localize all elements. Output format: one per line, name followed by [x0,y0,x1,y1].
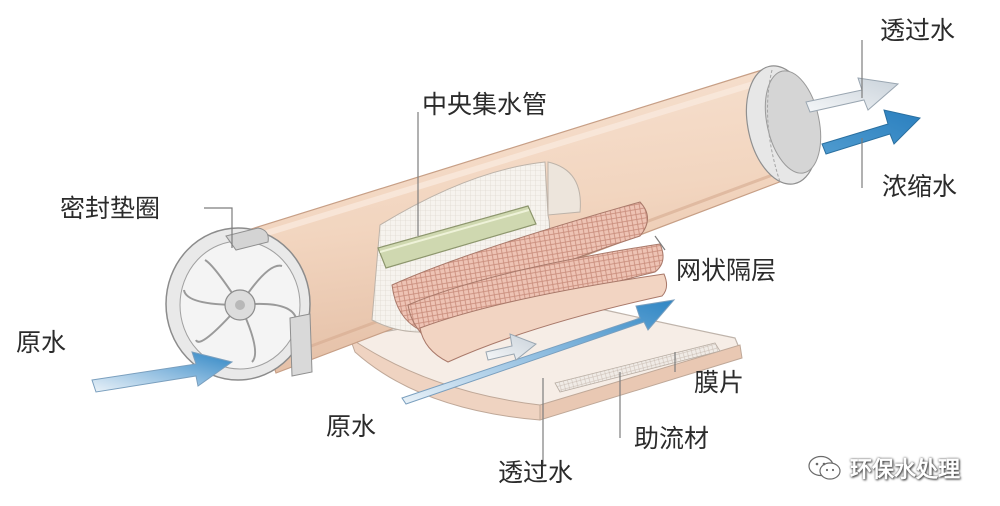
label-permeate-bottom: 透过水 [498,458,574,487]
right-end-cap [745,65,822,185]
label-central-tube: 中央集水管 [422,90,548,119]
concentrate-arrow [821,109,921,155]
raw-water-arrow-center [401,299,676,405]
watermark: 环保水处理 [808,452,960,484]
label-concentrate: 浓缩水 [882,172,958,201]
label-raw-water-center: 原水 [326,412,377,441]
label-seal-ring: 密封垫圈 [60,194,161,223]
leader-lines [204,40,863,464]
raw-water-arrow-left [91,351,234,393]
label-raw-water-left: 原水 [16,328,67,357]
label-flow-aid: 助流材 [634,424,710,453]
permeate-arrow-top [805,77,900,113]
cutaway [371,161,668,363]
watermark-text: 环保水处理 [850,458,961,483]
label-permeate-top: 透过水 [880,16,956,45]
permeate-arrow-bottom [485,333,537,361]
left-end-cap [165,227,313,381]
label-membrane: 膜片 [694,368,745,397]
label-mesh-spacer: 网状隔层 [676,256,777,285]
wechat-icon [808,455,841,480]
